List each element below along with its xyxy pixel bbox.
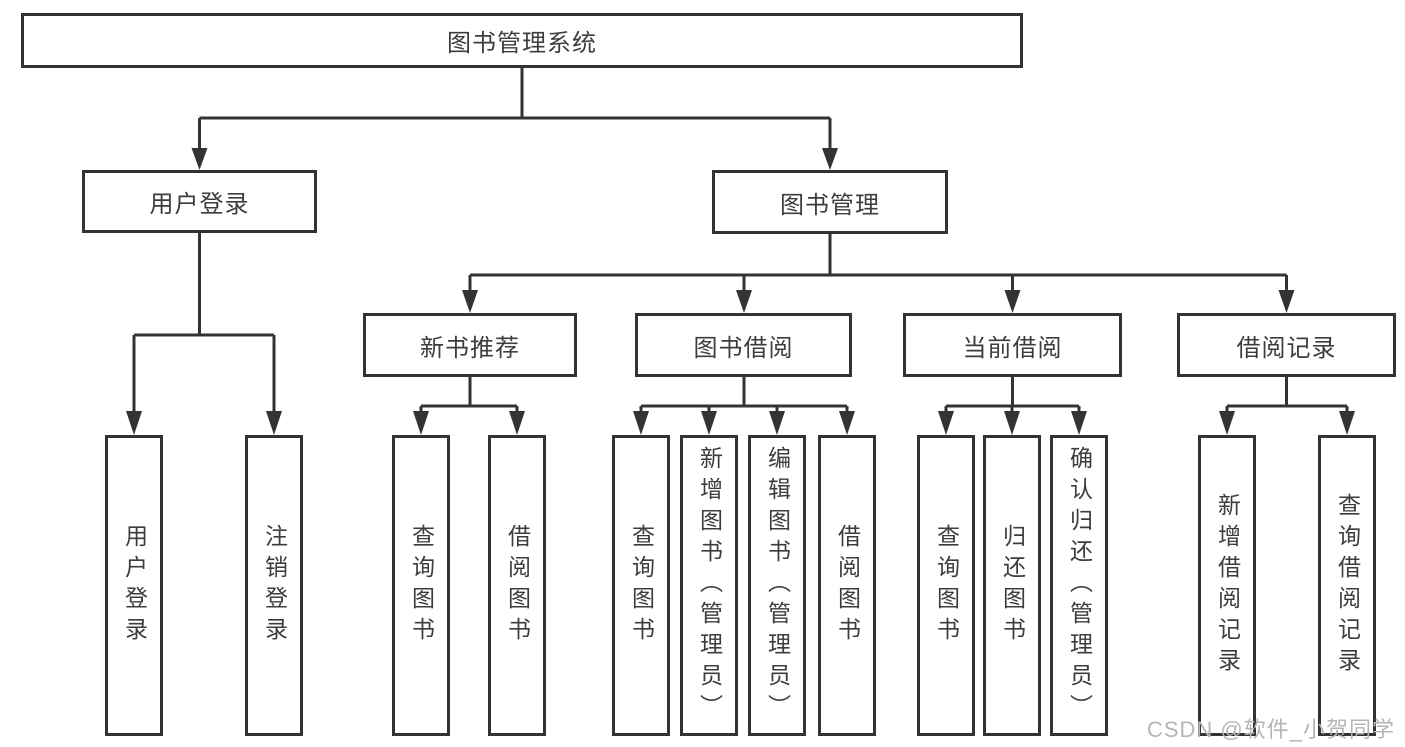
node-borrow-records-label: 借阅记录 [1236,334,1337,362]
node-new-book-recommend-label: 新书推荐 [420,334,520,362]
leaf-edit-book-admin: 编辑图书（管理员） [748,435,806,736]
leaf-query-books-recommend: 查询图书 [392,435,450,736]
leaf-query-books-recommend-label: 查询图书 [408,523,435,648]
leaf-add-borrow-record: 新增借阅记录 [1198,435,1256,736]
leaf-edit-book-admin-label: 编辑图书（管理员） [764,446,791,725]
leaf-query-books-current: 查询图书 [917,435,975,736]
node-root-label: 图书管理系统 [447,30,597,57]
connector-borrow-records-children [1219,377,1355,435]
node-current-borrow-label: 当前借阅 [962,334,1063,362]
node-book-borrow: 图书借阅 [635,313,852,377]
leaf-add-borrow-record-label: 新增借阅记录 [1214,492,1241,679]
connector-book-management-children [462,234,1295,313]
leaf-user-login-label: 用户登录 [121,523,148,648]
leaf-borrow-books-recommend-label: 借阅图书 [504,523,531,648]
connector-book-borrow-children [633,377,855,435]
leaf-logout-label: 注销登录 [261,523,288,648]
leaf-logout: 注销登录 [245,435,303,736]
node-book-borrow-label: 图书借阅 [693,334,794,362]
leaf-borrow-books-recommend: 借阅图书 [488,435,546,736]
leaf-query-books-borrow: 查询图书 [612,435,670,736]
node-user-login-label: 用户登录 [149,191,250,218]
leaf-borrow-books: 借阅图书 [818,435,876,736]
leaf-query-books-borrow-label: 查询图书 [628,523,655,648]
connector-user-login-children [126,233,282,435]
node-book-management: 图书管理 [712,170,948,234]
leaf-query-borrow-record: 查询借阅记录 [1318,435,1376,736]
leaf-confirm-return-admin-label: 确认归还（管理员） [1066,446,1093,725]
leaf-add-book-admin: 新增图书（管理员） [680,435,738,736]
connector-new-book-children [413,377,525,435]
node-borrow-records: 借阅记录 [1177,313,1396,377]
leaf-add-book-admin-label: 新增图书（管理员） [696,446,723,725]
node-new-book-recommend: 新书推荐 [363,313,577,377]
node-user-login: 用户登录 [82,170,317,233]
leaf-query-borrow-record-label: 查询借阅记录 [1334,492,1361,679]
leaf-return-books-label: 归还图书 [999,523,1026,648]
leaf-borrow-books-label: 借阅图书 [834,523,861,648]
node-current-borrow: 当前借阅 [903,313,1122,377]
leaf-user-login: 用户登录 [105,435,163,736]
leaf-confirm-return-admin: 确认归还（管理员） [1050,435,1108,736]
connector-root-to-level1 [191,66,838,170]
leaf-query-books-current-label: 查询图书 [933,523,960,648]
csdn-watermark: CSDN @软件_小贺同学 [1146,717,1395,742]
node-root: 图书管理系统 [21,13,1023,68]
connector-current-borrow-children [938,377,1087,435]
leaf-return-books: 归还图书 [983,435,1041,736]
node-book-management-label: 图书管理 [780,191,880,219]
